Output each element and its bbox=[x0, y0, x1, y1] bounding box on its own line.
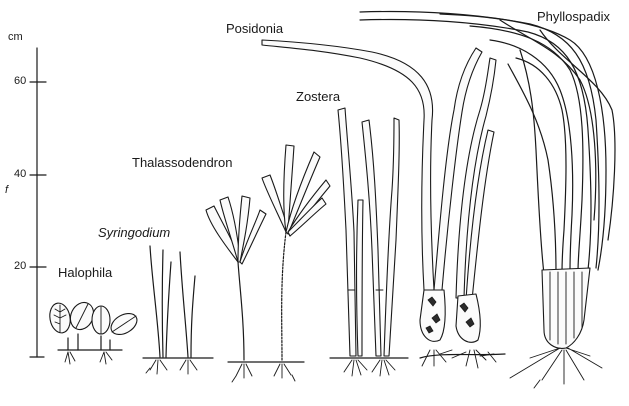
syringodium-plant bbox=[143, 246, 213, 374]
scale-bar bbox=[30, 48, 46, 357]
tick-label-40: 40 bbox=[14, 169, 26, 180]
label-syringodium: Syringodium bbox=[98, 226, 170, 239]
label-halophila: Halophila bbox=[58, 266, 112, 279]
tick-label-60: 60 bbox=[14, 76, 26, 87]
stray-mark: f bbox=[5, 185, 8, 196]
label-thalassodendron: Thalassodendron bbox=[132, 156, 232, 169]
tick-label-20: 20 bbox=[14, 261, 26, 272]
halophila-plant bbox=[48, 299, 141, 364]
label-phyllospadix: Phyllospadix bbox=[537, 10, 610, 23]
label-posidonia: Posidonia bbox=[226, 22, 283, 35]
thalassodendron-plant bbox=[206, 145, 330, 382]
scale-unit: cm bbox=[8, 32, 23, 43]
label-zostera: Zostera bbox=[296, 90, 340, 103]
zostera-plant bbox=[330, 108, 408, 376]
